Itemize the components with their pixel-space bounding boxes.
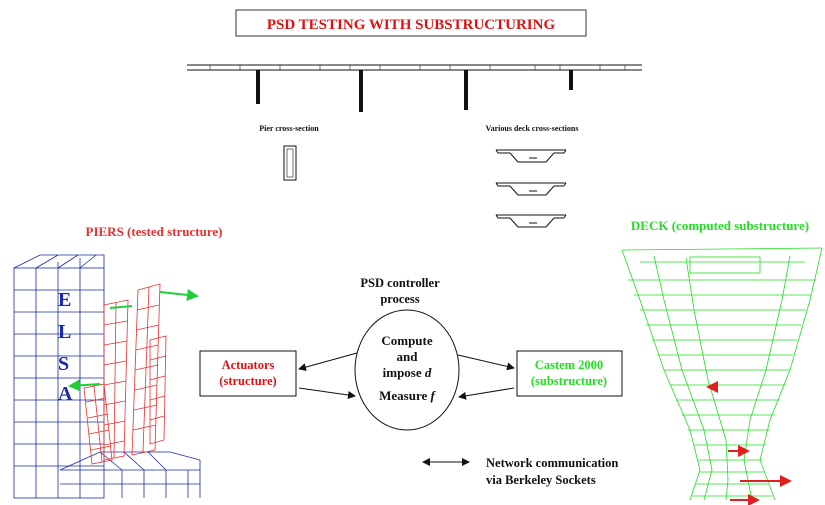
elsa-letter-e: E: [58, 289, 71, 311]
controller-label-line1: PSD controller: [360, 276, 440, 290]
arrow-impose-to-castem: [457, 354, 515, 371]
pier-1: [256, 70, 260, 104]
elsa-letter-s: S: [58, 353, 69, 375]
pier-connector-green: [109, 305, 133, 309]
actuators-label-line1: Actuators: [222, 358, 275, 372]
measure-label: Measure f: [379, 388, 436, 403]
title-box: PSD TESTING WITH SUBSTRUCTURING: [235, 9, 587, 37]
actuators-label-line2: (structure): [219, 374, 276, 388]
pier-cross-section: [283, 145, 297, 181]
deck-title: DECK (computed substructure): [631, 218, 809, 233]
actuators-box: [199, 350, 297, 397]
arrow-castem-to-measure: [458, 387, 515, 400]
deck-cross-section-1: [495, 149, 567, 163]
elsa-letter-l: L: [58, 321, 71, 343]
pier-force-arrow-left: [68, 379, 101, 392]
deck-cross-sections-label: Various deck cross-sections: [486, 124, 579, 133]
compute-line3: impose d: [383, 365, 432, 380]
bridge-elevation: [187, 64, 642, 112]
controller-circle: [354, 309, 460, 431]
pier-force-arrow-top: [159, 288, 199, 301]
compute-line1: Compute: [381, 333, 433, 348]
reaction-wall: [13, 254, 201, 499]
deck-model: [621, 247, 823, 501]
pier-model-1: [83, 383, 113, 465]
pier-model-3: [131, 283, 161, 456]
network-label-line1: Network communication: [486, 456, 618, 470]
castem-box: [516, 350, 623, 397]
elsa-letters: E L S A: [58, 289, 73, 405]
pier-model-2: [103, 299, 129, 461]
controller-label-line2: process: [380, 292, 419, 306]
arrow-impose-to-actuators: [298, 352, 358, 371]
deck-cross-section-2: [495, 182, 567, 196]
pier-4: [569, 70, 573, 90]
piers-title: PIERS (tested structure): [86, 224, 223, 239]
pier-model-4: [149, 335, 167, 445]
castem-label-line2: (substructure): [531, 374, 607, 388]
pier-3: [464, 70, 468, 110]
castem-label-line1: Castem 2000: [535, 358, 603, 372]
diagram-title: PSD TESTING WITH SUBSTRUCTURING: [267, 17, 556, 33]
deck-cross-section-3: [495, 214, 567, 228]
pier-cross-section-label: Pier cross-section: [259, 124, 319, 133]
compute-line2: and: [397, 349, 419, 364]
pier-2: [359, 70, 363, 112]
arrow-actuators-to-measure: [298, 387, 356, 399]
network-label-line2: via Berkeley Sockets: [486, 473, 596, 487]
